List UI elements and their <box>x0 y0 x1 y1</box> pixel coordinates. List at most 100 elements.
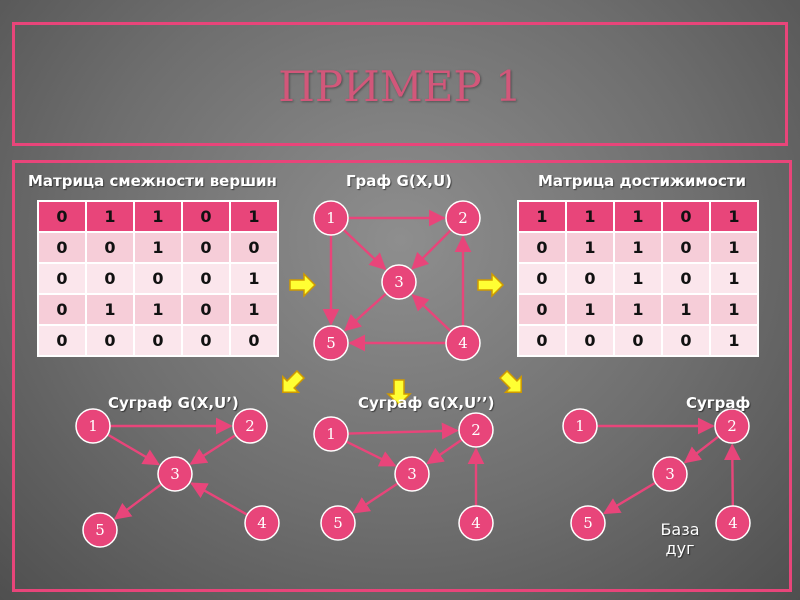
edge-3-5 <box>343 292 388 332</box>
svg-text:2: 2 <box>727 417 737 435</box>
edge-4-2 <box>723 443 741 507</box>
vertex-3: 3 <box>157 456 193 492</box>
edge-4-3 <box>411 293 452 333</box>
adjacency-cell: 0 <box>181 200 231 233</box>
vertex-4: 4 <box>445 325 481 361</box>
vertex-2: 2 <box>445 200 481 236</box>
adjacency-cell: 0 <box>133 324 183 357</box>
adjacency-cell: 0 <box>85 231 135 264</box>
reachability-cell: 1 <box>613 231 663 264</box>
reachability-cell: 1 <box>565 231 615 264</box>
adjacency-cell: 0 <box>37 262 87 295</box>
svg-text:1: 1 <box>326 209 336 227</box>
block-arrow-icon <box>386 379 412 407</box>
block-arrow-icon <box>477 272 505 298</box>
svg-text:2: 2 <box>471 421 481 439</box>
block-arrow-icon <box>282 369 306 393</box>
reachability-cell: 0 <box>565 324 615 357</box>
content-frame <box>12 160 792 592</box>
vertex-1: 1 <box>562 408 598 444</box>
adjacency-cell: 0 <box>181 262 231 295</box>
subgraph3-label: Суграф <box>686 394 751 412</box>
edge-4-3 <box>190 482 248 516</box>
reachability-cell: 0 <box>517 324 567 357</box>
svg-text:5: 5 <box>333 514 343 532</box>
adjacency-cell: 0 <box>85 262 135 295</box>
edge-3-5 <box>602 481 657 515</box>
adjacency-cell: 0 <box>181 324 231 357</box>
reachability-cell: 0 <box>517 262 567 295</box>
svg-text:4: 4 <box>458 334 468 352</box>
vertex-5: 5 <box>570 505 606 541</box>
svg-text:1: 1 <box>326 425 336 443</box>
page-title: ПРИМЕР 1 <box>278 62 522 111</box>
adjacency-cell: 0 <box>37 324 87 357</box>
vertex-1: 1 <box>313 416 349 452</box>
svg-text:5: 5 <box>326 334 336 352</box>
adjacency-cell: 0 <box>37 200 87 233</box>
main-graph: 1 2 3 4 5 <box>313 200 481 361</box>
vertex-4: 4 <box>458 505 494 541</box>
reachability-cell: 1 <box>709 231 759 264</box>
edge-2-3 <box>683 435 720 464</box>
svg-text:1: 1 <box>575 417 585 435</box>
adjacency-cell: 1 <box>85 200 135 233</box>
vertex-1: 1 <box>75 408 111 444</box>
edge-2-3 <box>189 434 237 465</box>
svg-text:4: 4 <box>471 514 481 532</box>
edge-1-3 <box>342 228 387 271</box>
vertex-2: 2 <box>458 412 494 448</box>
svg-text:2: 2 <box>458 209 468 227</box>
reachability-cell: 0 <box>661 262 711 295</box>
edge-1-3 <box>107 433 161 466</box>
block-arrow-icon <box>498 369 522 393</box>
adjacency-cell: 0 <box>229 231 279 264</box>
svg-text:5: 5 <box>95 521 105 539</box>
adjacency-label: Матрица смежности вершин <box>28 172 277 190</box>
edge-2-3 <box>411 229 452 270</box>
adjacency-cell: 0 <box>133 262 183 295</box>
svg-text:3: 3 <box>170 465 180 483</box>
adjacency-cell: 0 <box>181 231 231 264</box>
adjacency-cell: 1 <box>85 293 135 326</box>
reachability-cell: 1 <box>517 200 567 233</box>
svg-text:2: 2 <box>245 417 255 435</box>
vertex-5: 5 <box>82 512 118 548</box>
reachability-cell: 1 <box>709 262 759 295</box>
vertex-1: 1 <box>313 200 349 236</box>
svg-text:4: 4 <box>728 514 738 532</box>
adjacency-cell: 0 <box>181 293 231 326</box>
reachability-cell: 1 <box>613 262 663 295</box>
svg-text:3: 3 <box>394 273 404 291</box>
reachability-cell: 1 <box>565 293 615 326</box>
reachability-cell: 1 <box>709 324 759 357</box>
vertex-4: 4 <box>244 505 280 541</box>
reachability-cell: 0 <box>661 200 711 233</box>
adjacency-cell: 0 <box>229 324 279 357</box>
title-frame <box>12 22 788 146</box>
reachability-cell: 0 <box>565 262 615 295</box>
subgraph2-label: Суграф G(X,U’’) <box>358 394 495 412</box>
edge-1-3 <box>345 440 397 467</box>
edge-3-5 <box>352 482 399 514</box>
adjacency-cell: 1 <box>133 231 183 264</box>
reachability-cell: 1 <box>565 200 615 233</box>
vertex-2: 2 <box>232 408 268 444</box>
block-arrow-icon <box>289 272 317 298</box>
reachability-cell: 1 <box>709 200 759 233</box>
vertex-5: 5 <box>313 325 349 361</box>
vertex-5: 5 <box>320 505 356 541</box>
vertex-2: 2 <box>714 408 750 444</box>
adjacency-cell: 0 <box>85 324 135 357</box>
